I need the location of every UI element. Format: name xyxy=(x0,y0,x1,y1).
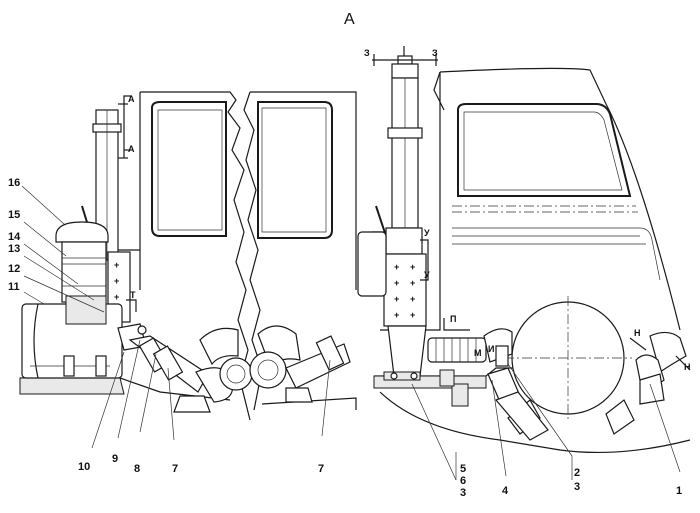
section-mark-p: П xyxy=(450,314,456,324)
section-mark-a-bottom: А xyxy=(128,144,135,154)
section-mark-z-left: З xyxy=(364,48,370,58)
callout-7-left: 7 xyxy=(172,463,178,475)
svg-text:+: + xyxy=(394,294,399,304)
callout-11: 11 xyxy=(8,281,20,293)
callout-16: 16 xyxy=(8,177,20,189)
callout-13: 13 xyxy=(8,243,20,255)
section-mark-u-bottom: У xyxy=(424,270,430,280)
section-mark-n-top: Н xyxy=(634,328,641,338)
svg-text:+: + xyxy=(410,278,415,288)
svg-text:+: + xyxy=(394,262,399,272)
callout-7-right: 7 xyxy=(318,463,324,475)
svg-text:+: + xyxy=(394,278,399,288)
leader-lines xyxy=(21,185,681,481)
section-mark-a-top: А xyxy=(128,94,135,104)
svg-text:+: + xyxy=(410,262,415,272)
callout-10: 10 xyxy=(78,461,90,473)
svg-text:+: + xyxy=(410,310,415,320)
center-intake-pipe xyxy=(249,325,351,403)
callout-1: 1 xyxy=(676,485,682,497)
callout-labels: 16 15 14 13 12 11 10 9 8 7 7 5 6 3 4 2 3… xyxy=(8,177,682,499)
left-exhaust-assembly: А А + + + Т xyxy=(21,94,253,413)
callout-5-6-3-a: 5 xyxy=(460,463,466,475)
right-vehicle-body xyxy=(373,67,691,454)
section-mark-t: Т xyxy=(130,290,136,300)
svg-text:+: + xyxy=(410,294,415,304)
callout-2-3-a: 2 xyxy=(574,467,580,479)
svg-text:+: + xyxy=(394,310,399,320)
callout-5-6-3-b: 6 xyxy=(460,475,466,487)
callout-14: 14 xyxy=(8,231,21,243)
callout-15: 15 xyxy=(8,209,20,221)
section-mark-i: И xyxy=(488,344,494,354)
svg-text:+: + xyxy=(114,292,119,302)
callout-4: 4 xyxy=(502,485,509,497)
section-mark-m: М xyxy=(474,348,482,358)
callout-5-6-3-c: 3 xyxy=(460,487,466,499)
callout-8: 8 xyxy=(134,463,140,475)
callout-12: 12 xyxy=(8,263,20,275)
view-title: А xyxy=(344,11,355,28)
section-mark-u-top: У xyxy=(424,228,430,238)
section-mark-z-right: З xyxy=(432,48,438,58)
svg-text:+: + xyxy=(114,260,119,270)
right-exhaust-assembly: З З + + + + + + + + У У П xyxy=(357,46,691,441)
svg-text:+: + xyxy=(114,276,119,286)
callout-2-3-b: 3 xyxy=(574,481,580,493)
callout-9: 9 xyxy=(112,453,118,465)
